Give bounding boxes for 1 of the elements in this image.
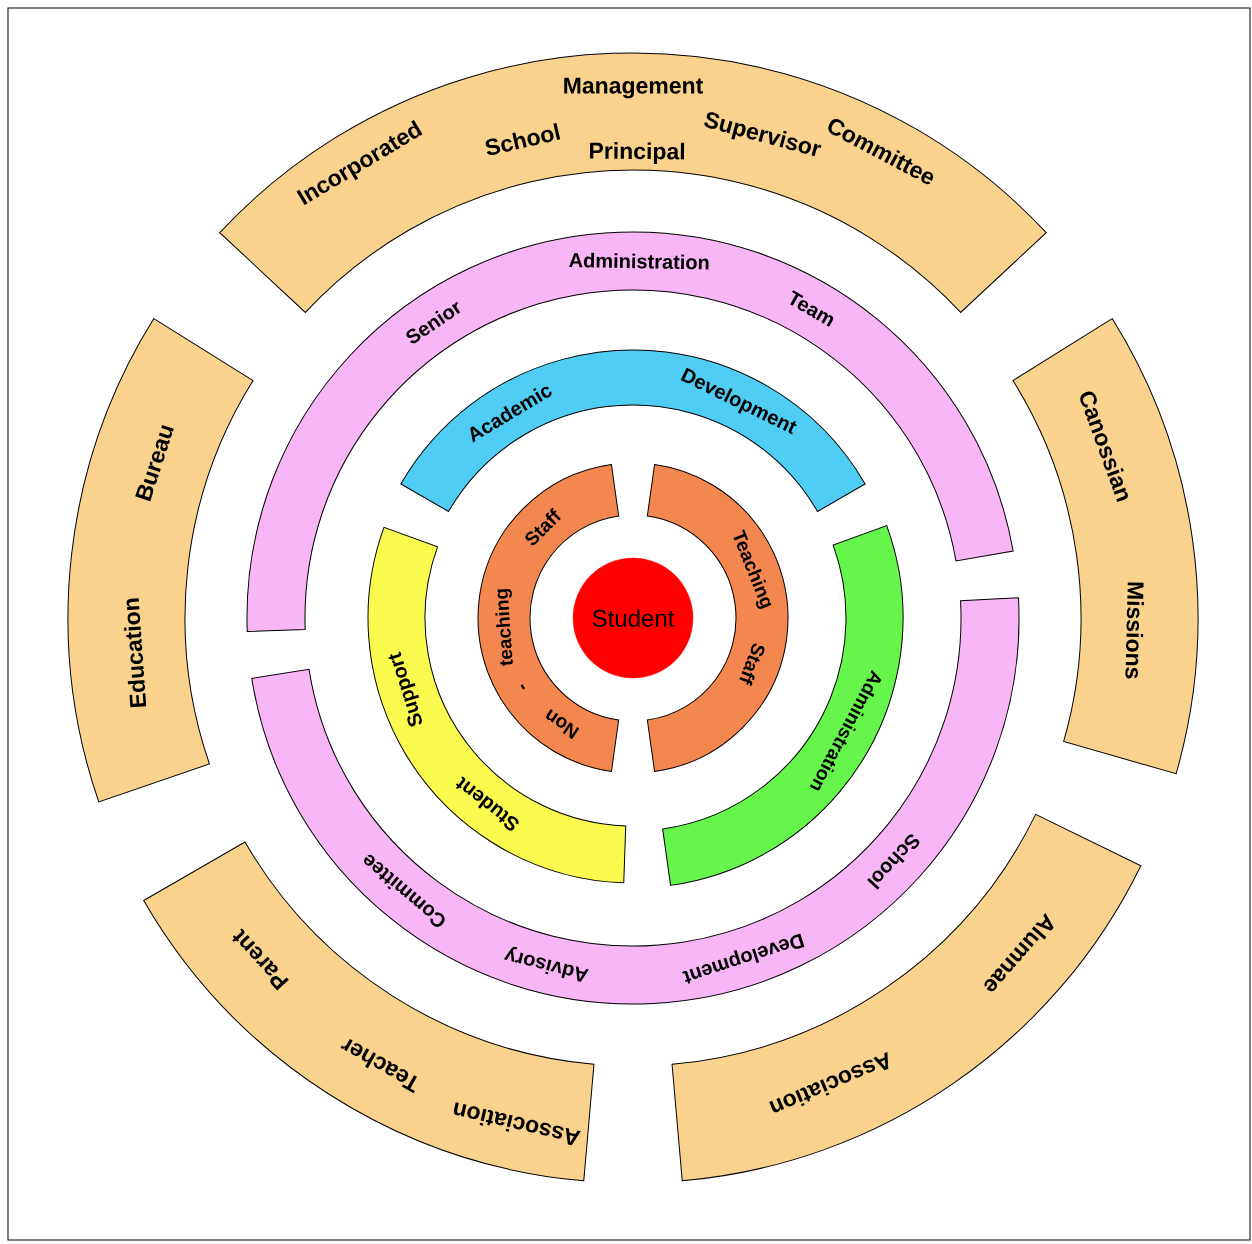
ring-segment: Education Bureau [67, 318, 254, 803]
